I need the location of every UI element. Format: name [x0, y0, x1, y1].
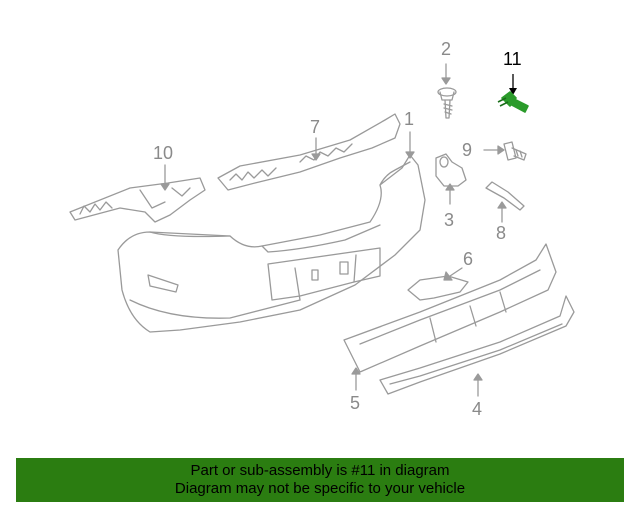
part-3-bracket — [435, 153, 467, 205]
part-5-absorber — [343, 243, 557, 391]
callout-10: 10 — [153, 143, 174, 163]
callout-8: 8 — [496, 223, 507, 243]
part-8-pin — [485, 181, 525, 223]
part-10-left-bracket — [69, 164, 206, 223]
parts-diagram — [69, 63, 575, 397]
part-4-reinforcement — [379, 295, 575, 397]
callout-3: 3 — [444, 210, 455, 230]
callout-9: 9 — [462, 140, 473, 160]
info-banner: Part or sub-assembly is #11 in diagram D… — [16, 458, 624, 502]
callout-2: 2 — [441, 39, 452, 59]
callout-11: 11 — [503, 49, 522, 69]
callout-4: 4 — [472, 399, 483, 419]
callout-6: 6 — [463, 249, 474, 269]
part-7-retainer — [217, 113, 401, 191]
banner-line-1: Part or sub-assembly is #11 in diagram — [190, 462, 450, 479]
part-9-bolt — [483, 141, 527, 161]
part-1-bumper-cover — [117, 131, 426, 333]
callout-1: 1 — [404, 109, 415, 129]
part-11-clip-highlighted — [497, 74, 529, 113]
part-6-bracket — [407, 267, 469, 301]
banner-line-2: Diagram may not be specific to your vehi… — [174, 480, 466, 497]
callout-5: 5 — [350, 393, 361, 413]
callout-7: 7 — [310, 117, 321, 137]
part-2-screw — [437, 63, 457, 119]
